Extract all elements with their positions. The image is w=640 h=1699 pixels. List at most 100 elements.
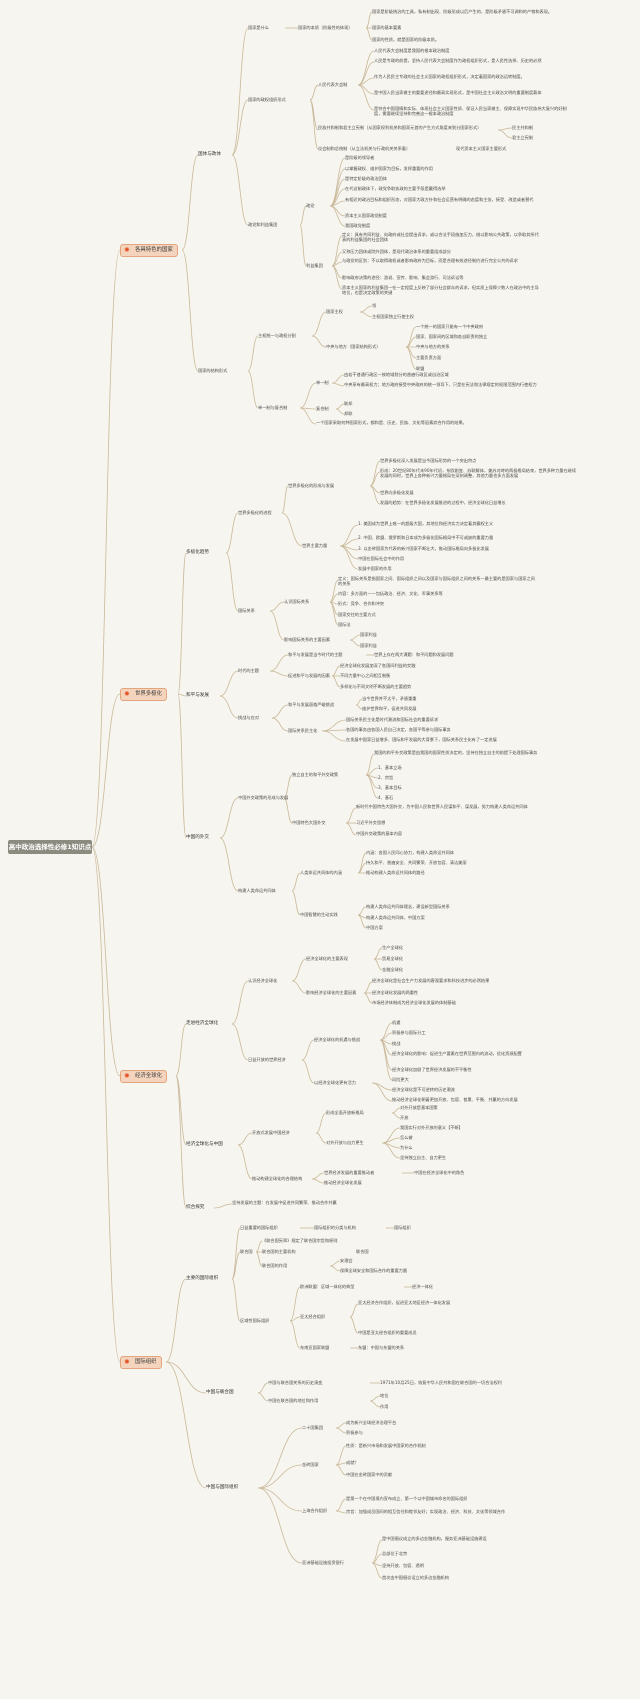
leaf-node: 民主共和制 (512, 125, 533, 130)
leaf-node: 维护世界和平，促进共同发展 (362, 706, 417, 711)
connector-line (231, 1227, 241, 1280)
topic-node: 中国与联合国关系的历史演变 (268, 1380, 323, 1385)
leaf-node: 是阶级的领导者 (345, 155, 375, 160)
connector-line (315, 1132, 327, 1144)
leaf-node: 风险更大 (392, 1077, 409, 1082)
topic-node: 区域性国际组织 (240, 1318, 270, 1323)
leaf-node: 是中国人民当家做主的重要途径和最高实现形式，是中国社会主义政治文明的重要制度载体 (374, 90, 542, 95)
leaf-node: 与政党的区别：不以取得政权或者影响政府为目标，而是合理有效途径制约进行完全公共的… (342, 258, 518, 263)
connector-line (321, 719, 347, 732)
connector-line (231, 1023, 249, 1061)
topic-node: 多极化趋势 (186, 550, 209, 555)
topic-node: 影响经济全球化的主要因素 (306, 990, 357, 995)
topic-node: 政党和利益集团 (248, 222, 278, 227)
leaf-node: 又称压力团体或院外团体，是现代政治体系的重要组成部分 (342, 249, 451, 254)
leaf-node: 以掌握政权、维护国家为目标，发挥重要的作用 (345, 166, 433, 171)
leaf-node: 中央享有最高权力；地方政府接受中央政府的统一领导下，只是在宪法和法律规定的权限范… (344, 382, 537, 387)
leaf-node: 国家是阶级统治的工具，私有制出现、阶级形成以后产生的，是阶级矛盾不可调和的产物和… (372, 9, 553, 14)
connector-line (371, 1562, 383, 1579)
topic-node: 开放式发展中国经济 (252, 1130, 290, 1135)
topic-node: 政党 (306, 203, 315, 208)
leaf-node: 金融全球化 (382, 967, 403, 972)
leaf-node: 君主立宪制 (512, 135, 533, 140)
leaf-node: 经济全球化发展的两重性 (372, 990, 419, 995)
connector-line (257, 1382, 269, 1394)
topic-node: 利益集团 (306, 263, 323, 268)
leaf-node: 影响政府决策的途径：游说、宣传、影响、集会游行、司法诉讼等 (342, 275, 464, 280)
connector-line (291, 958, 307, 982)
connector-line (357, 84, 375, 111)
connector-line (379, 1039, 393, 1071)
connector-line (299, 382, 317, 409)
leaf-node: 中国方案 (366, 925, 383, 930)
connector-line (247, 370, 259, 409)
topic-node: 单一制与复合制 (258, 405, 288, 410)
connector-line (335, 1498, 347, 1512)
connector-line (357, 906, 367, 916)
leaf-node: 我国的和平外交政策是由我国的国家性质决定的，坚持在独立自主的前提下处理国际事务 (374, 750, 538, 755)
leaf-node: 发展的趋势：在世界多极化发展推进的过程中，经济全球化日益增长 (380, 500, 506, 505)
connector-line (363, 992, 373, 1004)
leaf-node: 定义：国际关系是指国家之间、国际组织之间以及国家与国际组织之间的关系—最主要的是… (338, 576, 535, 586)
connector-line (283, 797, 293, 824)
star-icon: ✹ (124, 246, 130, 254)
connector-line (359, 311, 373, 318)
leaf-node: 2. 中国、欧盟、俄罗斯和日本成为多极化国际格局中不可或缺的重要力量 (358, 535, 494, 540)
connector-line (379, 1022, 393, 1041)
connector-line (237, 1132, 253, 1146)
topic-node: 促进和平与发展的因素 (288, 673, 330, 678)
connector-line (329, 168, 346, 207)
connector-line (181, 154, 199, 251)
leaf-node: 国际关系民主化是时代潮流和国际社会的重要诉求 (346, 717, 439, 722)
connector-line (269, 654, 289, 672)
topic-node: 国体与政体 (198, 152, 221, 157)
leaf-node: 不同力量中心之间相互制衡 (340, 673, 391, 678)
topic-node: 国家是什么 (248, 25, 269, 30)
connector-line (291, 872, 301, 892)
root-topic: 高中政治选择性必修1知识点 (8, 840, 92, 854)
topic-node: 独立自主的和平外交政策 (292, 772, 339, 777)
connector-line (335, 403, 345, 410)
topic-node: 挑战与应对 (238, 715, 259, 720)
leaf-node: 经济全球化的影响：促进生产要素在世界范围内的流动，优化资源配置 (392, 1051, 522, 1056)
topic-node: 和平与发展是当今时代的主题 (288, 652, 343, 657)
topic-node: 中国的外交 (186, 835, 209, 840)
connector-line (357, 77, 375, 86)
leaf-node: 主权国家独立行使主权 (372, 314, 414, 319)
leaf-node: 2、宗旨 (378, 775, 394, 780)
topic-node: 经济全球化的主要表现 (306, 956, 348, 961)
connector-line (219, 695, 239, 719)
connector-line (225, 552, 239, 612)
connector-line (345, 807, 357, 824)
leaf-node: 国家交往的主要方式 (338, 612, 376, 617)
connector-line (329, 157, 346, 207)
connector-line (247, 335, 259, 372)
connector-line (165, 1361, 207, 1489)
leaf-node: 东盟：中国与东盟的关系 (358, 1345, 405, 1350)
connector-line (365, 11, 373, 29)
leaf-node: 世界向多极化发展 (380, 490, 414, 495)
connector-line (363, 981, 373, 994)
connector-line (369, 1400, 381, 1408)
connector-line (311, 311, 327, 337)
connector-line (329, 1265, 341, 1272)
topic-node: 亚太经合组织 (300, 1314, 326, 1319)
connector-line (331, 265, 343, 290)
leaf-node: 总部位于北京 (382, 1551, 408, 1556)
connector-line (219, 837, 239, 892)
leaf-node: 成为新兴全球经济治理平台 (346, 1420, 397, 1425)
leaf-node: 联盟 (416, 366, 425, 371)
leaf-node: 一个国家采取何种国家形式，都和是、历史、民族、文化等因素综合作用的结果。 (316, 420, 467, 425)
leaf-node: 中国在金砖国家中的贡献 (346, 1472, 393, 1477)
connector-line (231, 27, 249, 156)
star-icon: ✹ (124, 690, 130, 698)
topic-node: 联合国 (240, 1249, 253, 1254)
leaf-node: 国家的性质，就是国家的阶级本质。 (372, 37, 440, 42)
topic-node: 人民代表大会制 (318, 82, 348, 87)
connector-line (365, 27, 373, 41)
connector-line (371, 1539, 383, 1564)
leaf-node: 习近平外交思想 (356, 820, 386, 825)
leaf-node: 经济全球化加剧了世界经济发展的不平衡性 (392, 1067, 472, 1072)
connector-line (331, 374, 345, 384)
topic-node: 和平与发展面临严峻挑战 (288, 702, 335, 707)
